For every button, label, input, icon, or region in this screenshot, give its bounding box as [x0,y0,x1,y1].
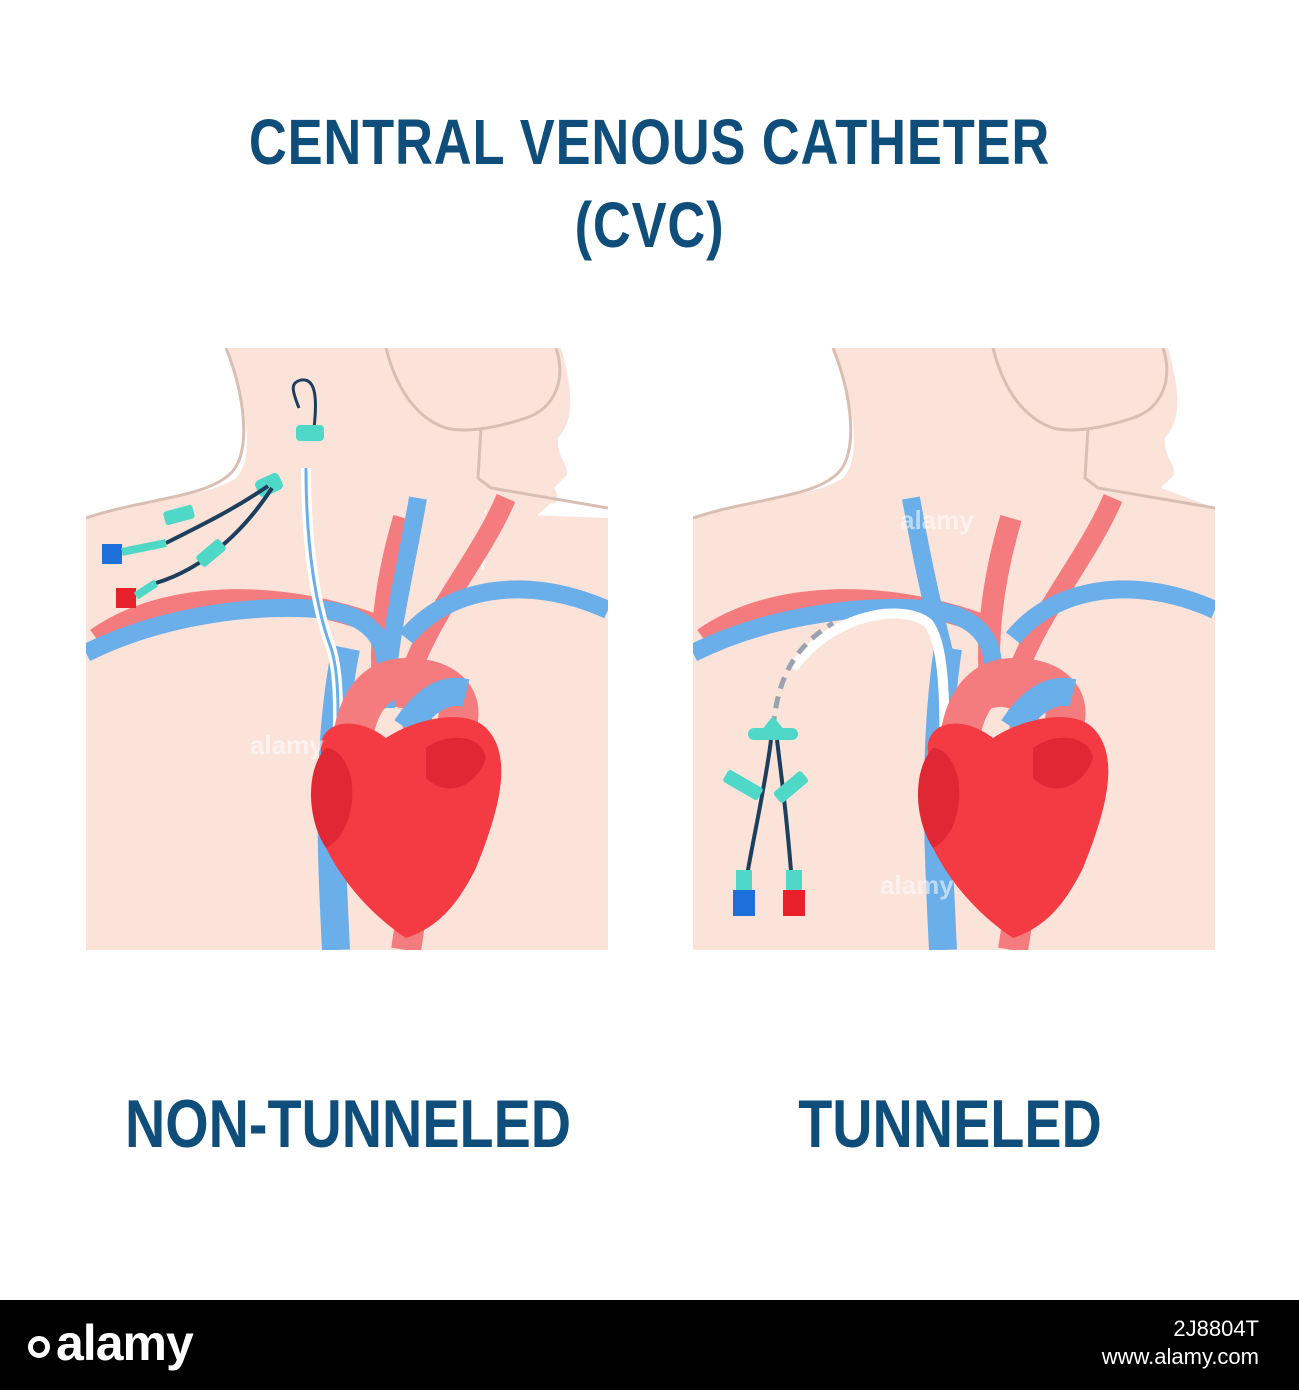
footer-bar: alamy 2J8804T www.alamy.com [0,1300,1299,1390]
label-tunneled: TUNNELED [798,1086,1102,1162]
cap-red-left [116,588,136,608]
hub-clamp-left [296,425,324,441]
hub-right [761,716,785,731]
clamp-1-right [723,770,763,800]
subclavian-vein-left [86,598,395,669]
connector-1-right [736,870,752,890]
connector-2-right [786,870,802,890]
cap-blue-left [102,544,122,564]
pulmonary-artery-right [1001,677,1077,737]
footer-url: www.alamy.com [1101,1344,1259,1369]
brachiocephalic-vein-left [398,580,608,644]
heart-atrium-right [918,748,960,848]
watermark: alamy [250,730,324,760]
diagram-title: CENTRAL VENOUS CATHETER [248,106,1051,178]
lumen-line-1-left [165,484,270,545]
heart-atrium-2-left [426,737,486,789]
clamp-2-right [773,771,809,803]
diagram-subtitle: (CVC) [574,189,725,261]
tunnel-segment-right [770,620,835,729]
non-tunneled-illustration [86,348,608,950]
tunneled-illustration [693,348,1215,950]
watermark: alamy [900,505,974,535]
connector-red-left [133,579,159,600]
logo-text: alamy [56,1315,194,1371]
cap-blue-right [733,890,755,916]
guide-loop-left [291,378,317,429]
jaw-outline-right [991,348,1169,432]
jaw-outline-left [384,348,562,432]
neck-outline-right [693,348,853,520]
connector-blue-left [121,539,167,556]
footer-logo: alamy [28,1314,194,1372]
brachiocephalic-vein-right [1005,580,1215,644]
shoulder-outline-right [1083,427,1215,510]
logo-icon [28,1335,50,1358]
label-non-tunneled: NON-TUNNELED [124,1086,572,1162]
pulmonary-artery-left [394,677,470,737]
heart-atrium-left [311,748,353,848]
cap-red-right [783,890,805,916]
watermark: alamy [880,870,954,900]
heart-atrium-2-right [1033,737,1093,789]
image-id: 2J8804T [1173,1316,1259,1341]
clamp-1-left [163,505,195,525]
subclavian-vein-right [693,598,1002,669]
neck-outline-left [86,348,246,520]
shoulder-outline-left [476,427,608,510]
hub-wings-right [748,728,798,740]
clamp-2-left [196,539,226,567]
